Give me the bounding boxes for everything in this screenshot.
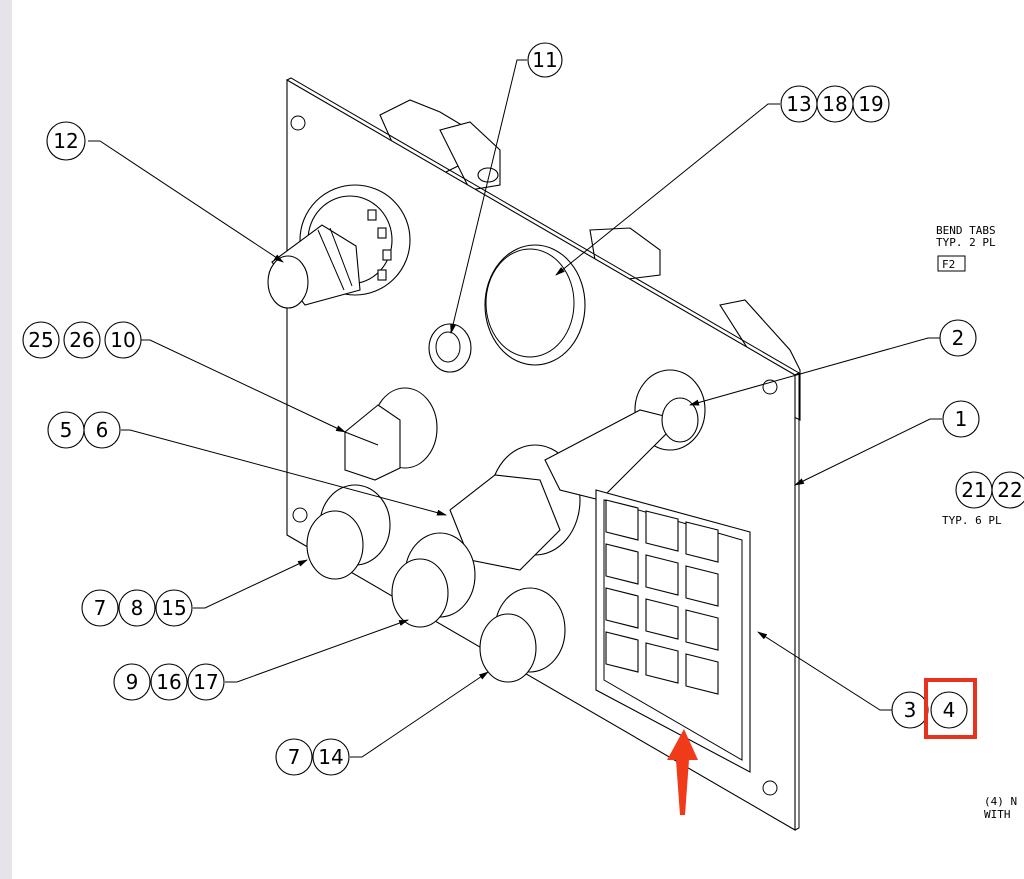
svg-text:WITH: WITH <box>984 808 1011 821</box>
keypad-key <box>685 609 719 651</box>
svg-text:TYP. 2 PL: TYP. 2 PL <box>936 236 996 249</box>
callout-12: 12 <box>46 121 86 161</box>
callout-5-6: 5 6 <box>47 411 121 449</box>
svg-text:7: 7 <box>94 596 107 620</box>
keypad-key <box>605 543 639 585</box>
keypad-key <box>645 642 679 684</box>
round-lens-icon <box>484 244 586 366</box>
highlight-box <box>924 678 977 739</box>
keypad-key <box>685 521 719 563</box>
leader-lines <box>88 59 942 758</box>
callout-7-8-15: 7 8 15 <box>81 589 193 627</box>
svg-text:(4) N: (4) N <box>984 795 1017 808</box>
svg-text:1: 1 <box>955 407 968 431</box>
svg-text:9: 9 <box>126 670 139 694</box>
svg-text:21: 21 <box>961 478 986 502</box>
callout-3-4: 3 4 <box>891 691 968 729</box>
bend-tabs-note: BEND TABS TYP. 2 PL F2 <box>936 224 996 272</box>
svg-text:BEND TABS: BEND TABS <box>936 224 996 237</box>
push-button-icon <box>479 587 566 683</box>
svg-text:16: 16 <box>156 670 181 694</box>
svg-text:17: 17 <box>193 670 218 694</box>
svg-text:22: 22 <box>997 478 1022 502</box>
svg-text:7: 7 <box>288 745 301 769</box>
svg-text:6: 6 <box>96 418 109 442</box>
svg-text:2: 2 <box>952 326 965 350</box>
callout-7-14: 7 14 <box>275 738 350 776</box>
svg-text:4: 4 <box>943 698 956 722</box>
callout-2: 2 <box>939 319 977 357</box>
keypad-key <box>645 598 679 640</box>
lever-toggle-icon <box>544 369 706 501</box>
svg-text:18: 18 <box>822 92 847 116</box>
grommet-icon <box>428 323 472 373</box>
callout-1: 1 <box>942 400 980 438</box>
bottom-note: (4) N WITH <box>984 795 1017 821</box>
svg-text:3: 3 <box>904 698 917 722</box>
rotary-knob-icon <box>267 184 411 309</box>
svg-text:26: 26 <box>69 328 94 352</box>
push-button-icon <box>306 484 391 580</box>
mount-hole-icon <box>762 379 778 395</box>
svg-text:19: 19 <box>858 92 883 116</box>
callout-25-26-10: 25 26 10 <box>22 321 142 359</box>
keypad-key <box>645 510 679 552</box>
left-gutter <box>0 0 12 879</box>
callout-13-18-19: 13 18 19 <box>780 85 890 123</box>
toggle-switch-icon <box>344 387 438 481</box>
keypad-key <box>685 653 719 695</box>
svg-text:14: 14 <box>318 745 343 769</box>
push-button-icon <box>391 532 476 628</box>
callout-9-16-17: 9 16 17 <box>113 663 225 701</box>
svg-text:12: 12 <box>53 129 78 153</box>
svg-text:10: 10 <box>110 328 135 352</box>
mount-hole-icon <box>292 507 308 523</box>
svg-text:F2: F2 <box>942 258 955 271</box>
svg-text:5: 5 <box>60 418 73 442</box>
svg-text:11: 11 <box>532 48 557 72</box>
callout-11: 11 <box>527 42 563 78</box>
mount-hole-icon <box>762 780 778 796</box>
keypad-key <box>605 499 639 541</box>
svg-text:13: 13 <box>786 92 811 116</box>
keypad-key <box>605 631 639 673</box>
keypad-key <box>685 565 719 607</box>
indicator-arrow-icon <box>667 729 698 815</box>
keypad-key <box>605 587 639 629</box>
typ-6-note: TYP. 6 PL <box>942 514 1002 527</box>
keypad-icon <box>595 489 751 773</box>
svg-text:15: 15 <box>161 596 186 620</box>
mount-hole-icon <box>290 115 306 131</box>
svg-text:25: 25 <box>28 328 53 352</box>
svg-text:8: 8 <box>131 596 144 620</box>
keypad-key <box>645 554 679 596</box>
callout-21-22: 21 22 <box>955 471 1024 509</box>
